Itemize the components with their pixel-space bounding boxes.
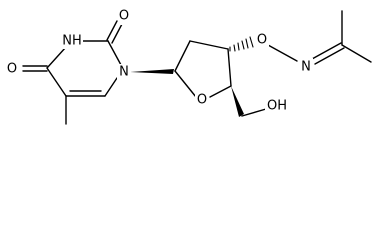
wedge-bond-c4prime-c5prime [231, 86, 244, 117]
bond-c4-c5 [46, 67, 67, 97]
pyrimidine-ring [22, 20, 123, 125]
bond-o4prime-c4prime [209, 85, 232, 98]
atom-o-ring: O [197, 93, 207, 108]
atom-n-1: N [119, 65, 129, 80]
bond-c2prime-c3prime [189, 40, 229, 50]
bond-c2-o-double-a [106, 20, 118, 41]
bond-n-c-double-a [311, 42, 342, 60]
atom-o-oxime: O [257, 33, 267, 48]
bond-c2-o-double-b [111, 23, 123, 44]
bond-o-n-oxime [267, 44, 298, 62]
atom-n-oxime: N [301, 60, 311, 75]
atom-o-carbonyl-2: O [119, 9, 129, 24]
atom-oh-hydroxyl: OH [267, 99, 287, 114]
sugar-ring [174, 40, 232, 98]
bond-n-c-double-b [314, 47, 345, 65]
bond-c1prime-o4prime [174, 70, 197, 98]
oxime-group [267, 10, 372, 65]
bond-c-methyl-right [341, 44, 372, 63]
bond-n3-c4 [46, 46, 67, 69]
wedge-bond-n1-c1prime [130, 69, 174, 74]
atom-nh-3: NH [62, 34, 82, 49]
hashed-bond-c3prime-o [229, 36, 254, 52]
bond-c3prime-c4prime [227, 48, 232, 87]
atom-labels: O NH O N O O N OH [5, 9, 313, 114]
bond-n1-c2 [107, 40, 122, 66]
bond-c1prime-c2prime [174, 40, 191, 72]
bond-c5prime-oh [241, 108, 267, 117]
bond-c6-n1 [104, 77, 118, 97]
chemical-structure-diagram: O NH O N O O N OH [5, 9, 372, 125]
atom-o-carbonyl-4: O [7, 62, 17, 77]
